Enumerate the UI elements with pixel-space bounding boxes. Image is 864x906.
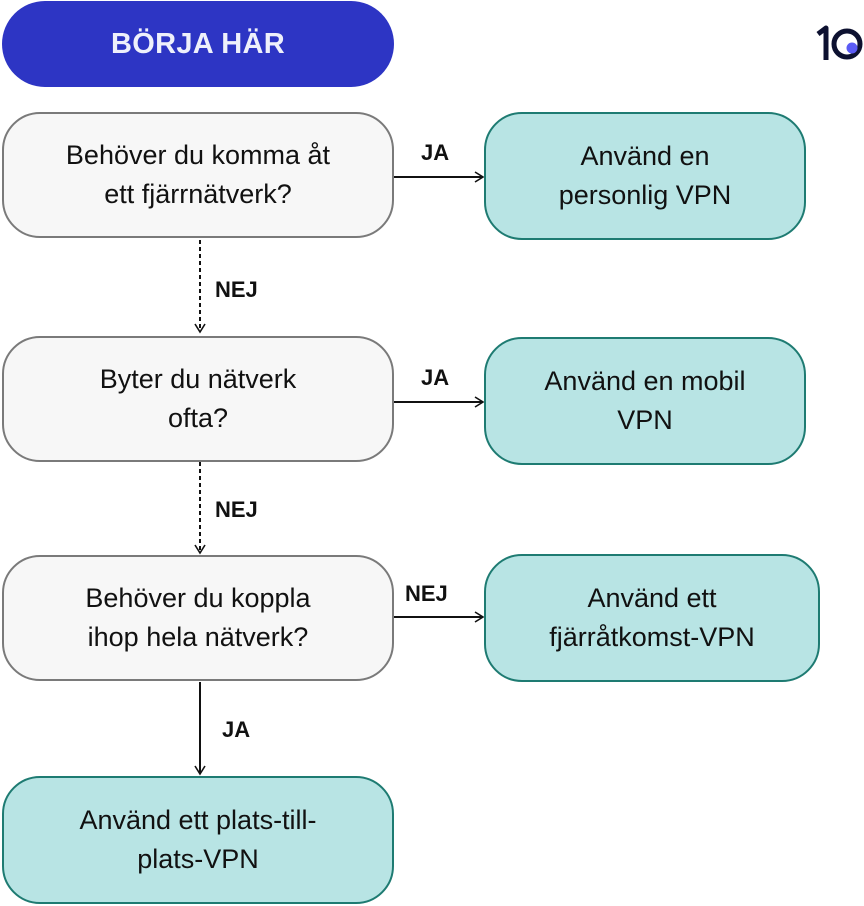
question-text: Behöver du koppla	[85, 583, 311, 613]
answer-personal-vpn: Använd en personlig VPN	[484, 112, 806, 240]
edge-label-no: NEJ	[215, 497, 258, 522]
edge-label-yes: JA	[421, 140, 450, 165]
answer-text: Använd en	[580, 141, 710, 171]
brand-logo	[816, 25, 863, 60]
answer-text: Använd en mobil	[544, 366, 746, 396]
answer-text: personlig VPN	[558, 180, 732, 210]
question-text: Byter du nätverk	[99, 364, 297, 394]
answer-site-to-site-vpn: Använd ett plats-till-plats-VPN	[2, 776, 394, 904]
question-text: ofta?	[167, 403, 229, 433]
question-remote-network: Behöver du komma åt ett fjärrnätverk?	[2, 112, 394, 238]
answer-text: Använd ett plats-till-	[79, 805, 317, 835]
answer-text: VPN	[617, 405, 673, 435]
question-switch-network: Byter du nätverk ofta?	[2, 336, 394, 462]
start-label: BÖRJA HÄR	[110, 27, 286, 60]
answer-text: fjärråtkomst-VPN	[549, 622, 755, 652]
edge-label-yes: JA	[421, 365, 450, 390]
edge-label-yes: JA	[222, 717, 251, 742]
question-text: ett fjärrnätverk?	[104, 179, 292, 209]
question-text: ihop hela nätverk?	[87, 622, 309, 652]
question-text: Behöver du komma åt	[65, 140, 331, 170]
question-connect-networks: Behöver du koppla ihop hela nätverk?	[2, 555, 394, 681]
answer-text: plats-VPN	[137, 844, 259, 874]
edge-label-no: NEJ	[215, 277, 258, 302]
answer-remote-access-vpn: Använd ett fjärråtkomst-VPN	[484, 554, 820, 682]
start-here-pill: BÖRJA HÄR	[2, 1, 394, 87]
answer-text: Använd ett	[587, 583, 717, 613]
edge-label-no: NEJ	[405, 581, 448, 606]
